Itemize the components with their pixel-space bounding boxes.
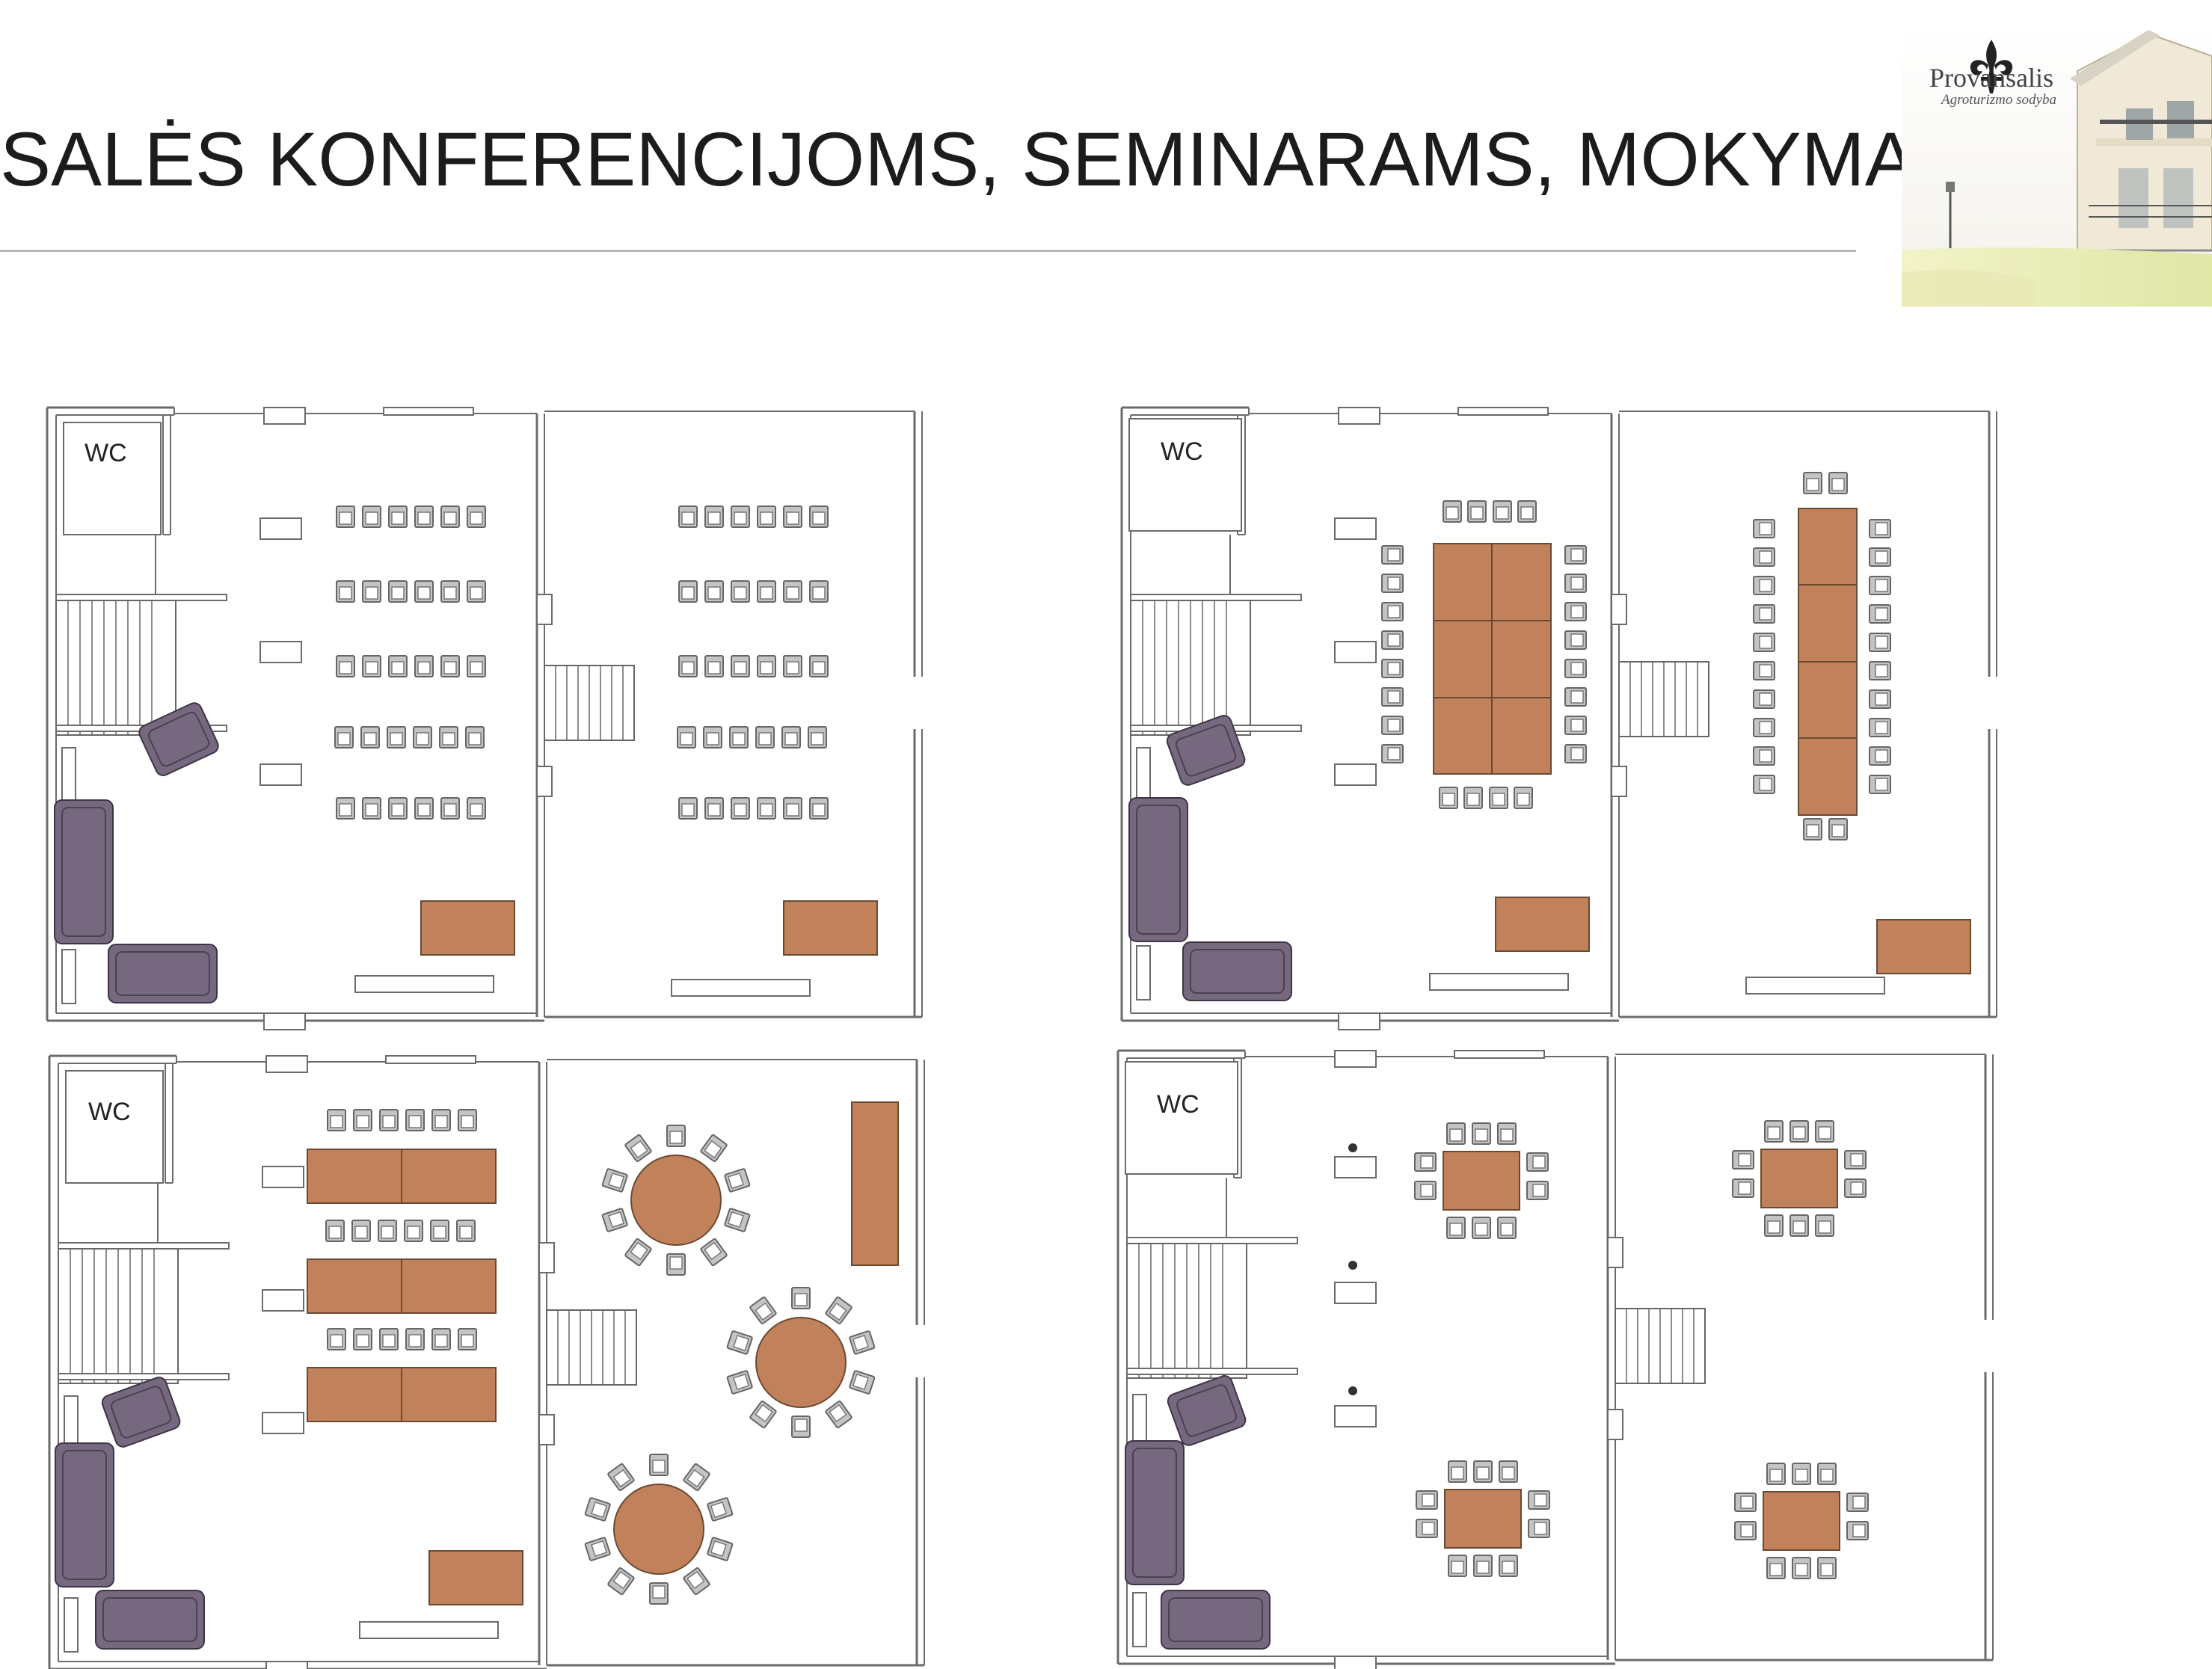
house-illustration <box>2070 30 2212 252</box>
round-table <box>584 1454 734 1605</box>
wc-label: WC <box>1157 1090 1199 1119</box>
sofa <box>55 1442 114 1587</box>
wc-label: WC <box>85 439 127 467</box>
armchair <box>1167 1375 1247 1446</box>
logo-subtitle: Agroturizmo sodyba <box>1940 92 2056 108</box>
armchair <box>95 1590 205 1650</box>
armchair <box>108 944 218 1003</box>
round-table <box>726 1287 876 1438</box>
floor-plan-3: WC <box>48 1054 926 1669</box>
group-table <box>1414 1122 1549 1239</box>
armchair <box>1166 715 1246 786</box>
sofa <box>54 799 114 944</box>
armchair <box>138 702 219 776</box>
armchair <box>1182 941 1292 1001</box>
floor-plan-2: WC <box>1120 406 1998 1031</box>
wc-label: WC <box>88 1098 131 1126</box>
wc-label: WC <box>1161 437 1203 466</box>
floor-plan-4: WC <box>1116 1049 1994 1669</box>
fleur-de-lis-icon <box>1970 40 2013 93</box>
sofa <box>1125 1440 1185 1585</box>
boardroom-table <box>1433 543 1552 775</box>
round-table <box>601 1125 751 1276</box>
floor-plan-1: WC <box>46 406 924 1031</box>
sofa <box>1128 797 1188 942</box>
logo-panel: Provansalis Agroturizmo sodyba <box>1902 26 2212 307</box>
logo-name: Provansalis <box>1929 63 2053 93</box>
page-title: SALĖS KONFERENCIJOMS, SEMINARAMS, MOKYMA… <box>0 117 2030 202</box>
armchair <box>1161 1590 1271 1650</box>
boardroom-table <box>1798 508 1858 816</box>
group-table <box>1734 1463 1869 1579</box>
group-table <box>1732 1120 1867 1237</box>
title-divider <box>0 250 1856 252</box>
armchair <box>101 1377 181 1448</box>
group-table <box>1416 1460 1550 1577</box>
